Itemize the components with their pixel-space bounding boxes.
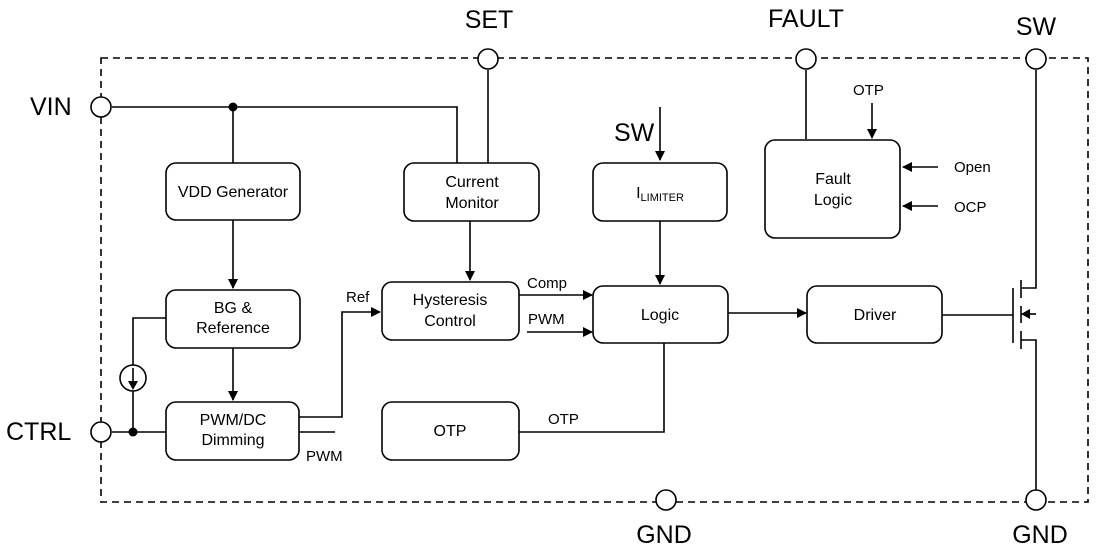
vdd-generator-block	[165, 162, 301, 221]
otp-wire-label: OTP	[548, 411, 579, 428]
ref-signal-label: Ref	[346, 289, 370, 306]
ocp-signal-label: OCP	[954, 199, 987, 216]
current-limiter-block	[592, 162, 728, 222]
pwm-dc-dimming-label-2: Dimming	[201, 432, 264, 449]
hysteresis-control-block	[381, 281, 520, 341]
current-source-icon	[119, 364, 147, 392]
logic-block	[592, 285, 729, 344]
current-monitor-block	[403, 162, 540, 222]
fault-terminal	[795, 48, 817, 70]
gnd-right-terminal	[1025, 489, 1047, 511]
mosfet-icon	[1012, 70, 1037, 490]
wire-bg-to-source	[132, 317, 167, 432]
sw-terminal	[1025, 48, 1047, 70]
bg-reference-label-1: BG &	[214, 300, 253, 317]
driver-block	[806, 285, 943, 344]
hysteresis-control-label-1: Hysteresis	[413, 292, 488, 309]
current-monitor-label-2: Monitor	[445, 195, 499, 212]
otp-fault-label: OTP	[853, 82, 884, 99]
junction-vin	[228, 102, 238, 112]
gnd-bottom-pin-label: GND	[636, 521, 692, 549]
vdd-generator-label: VDD Generator	[178, 184, 289, 201]
pwm-dc-dimming-label-1: PWM/DC	[200, 412, 267, 429]
otp-block	[381, 401, 520, 461]
gnd-bottom-terminal	[655, 489, 677, 511]
wire-otp-to-logic	[519, 343, 665, 433]
driver-label: Driver	[854, 307, 897, 324]
gnd-right-pin-label: GND	[1012, 521, 1068, 549]
comp-signal-label: Comp	[527, 275, 567, 292]
otp-block-label: OTP	[434, 423, 467, 440]
fault-logic-block	[764, 139, 901, 239]
ctrl-terminal	[90, 421, 112, 443]
set-pin-label: SET	[465, 6, 514, 34]
wire-ref	[299, 307, 381, 418]
bg-reference-label-2: Reference	[196, 320, 270, 337]
pwm-input-label: PWM	[528, 311, 565, 328]
fault-pin-label: FAULT	[768, 5, 844, 33]
fault-logic-label-2: Logic	[814, 192, 852, 209]
vin-pin-label: VIN	[30, 93, 72, 121]
wire-vin-bus	[112, 106, 458, 163]
fault-logic-label-1: Fault	[815, 171, 851, 188]
sw-pin-label: SW	[1016, 13, 1057, 41]
ctrl-pin-label: CTRL	[6, 418, 71, 446]
hysteresis-control-label-2: Control	[424, 313, 476, 330]
pwm-output-label: PWM	[306, 448, 343, 465]
pwm-dc-dimming-block	[165, 401, 300, 461]
logic-label: Logic	[641, 307, 679, 324]
open-signal-label: Open	[954, 159, 991, 176]
junction-ctrl	[128, 427, 138, 437]
bg-reference-block	[165, 289, 301, 349]
sw-input-label: SW	[614, 119, 655, 147]
chip-boundary	[100, 57, 1089, 503]
current-monitor-label-1: Current	[445, 174, 499, 191]
current-limiter-label: ILIMITER	[636, 185, 684, 204]
set-terminal	[477, 48, 499, 70]
vin-terminal	[90, 96, 112, 118]
